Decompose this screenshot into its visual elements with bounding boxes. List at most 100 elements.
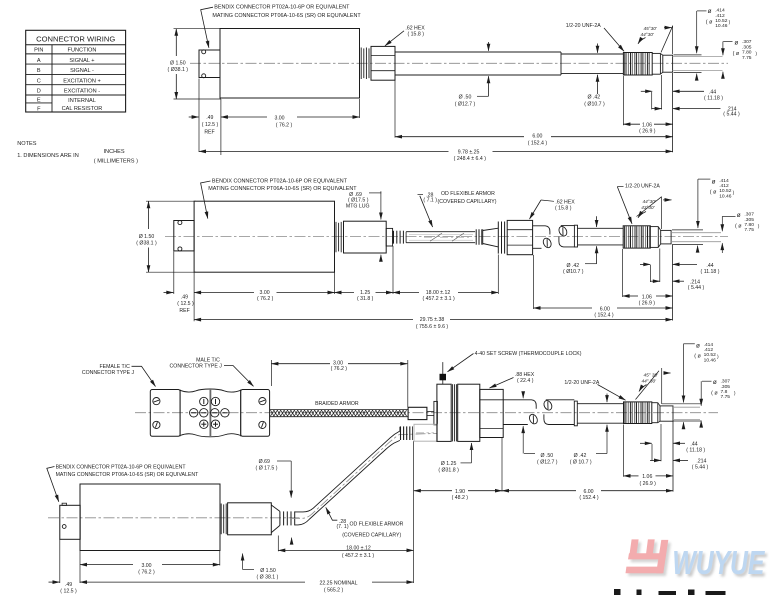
svg-text:( 26.9 ): ( 26.9 ) (639, 128, 656, 134)
svg-text:( 11.18 ): ( 11.18 ) (704, 96, 723, 102)
svg-text:( 7.1 ): ( 7.1 ) (423, 198, 437, 204)
svg-text:MATING CONNECTOR PT06A-10-6S: MATING CONNECTOR PT06A-10-6S (SR) OR EQU… (56, 472, 200, 478)
svg-text:.214: .214 (726, 107, 736, 113)
svg-text:Ø 1.50: Ø 1.50 (170, 61, 186, 67)
svg-text:D: D (37, 89, 41, 95)
svg-text:( 15.8 ): ( 15.8 ) (555, 205, 572, 211)
svg-text:1.90: 1.90 (455, 489, 465, 495)
svg-text:Ø .69: Ø .69 (349, 192, 362, 198)
svg-text:): ) (758, 224, 760, 230)
svg-text:MATING CONNECTOR PT06A-10-6S: MATING CONNECTOR PT06A-10-6S (SR) OR EQU… (208, 186, 357, 192)
svg-text:Ø 1.50: Ø 1.50 (139, 234, 155, 240)
svg-text:.412: .412 (715, 13, 725, 19)
svg-text:6.00: 6.00 (583, 489, 593, 495)
svg-text:A: A (37, 58, 41, 64)
svg-text:.49: .49 (206, 115, 213, 121)
svg-text:( Ø 38.1 ): ( Ø 38.1 ) (256, 574, 278, 580)
svg-text:7.75: 7.75 (721, 394, 731, 400)
svg-text:CONNECTOR TYPE J: CONNECTOR TYPE J (170, 364, 223, 370)
svg-text:.62 HEX: .62 HEX (405, 26, 425, 32)
svg-text:10.52: 10.52 (704, 352, 717, 358)
svg-text:.412: .412 (719, 183, 729, 189)
svg-text:Ø 1.50: Ø 1.50 (260, 568, 276, 574)
svg-text:( 15.8 ): ( 15.8 ) (408, 32, 425, 38)
svg-text:44° 30': 44° 30' (642, 379, 658, 384)
svg-text:1/2-20 UNF-2A: 1/2-20 UNF-2A (625, 184, 660, 190)
svg-text:29.75 ±.38: 29.75 ±.38 (420, 317, 445, 323)
svg-text:( 76.2 ): ( 76.2 ) (276, 122, 293, 128)
svg-text:.414: .414 (704, 342, 714, 348)
svg-text:.44: .44 (690, 442, 697, 448)
svg-text:.214: .214 (696, 459, 706, 465)
svg-text:( 26.9 ): ( 26.9 ) (639, 301, 656, 307)
svg-text:( ø: ( ø (711, 390, 718, 396)
svg-text:1/2-20 UNF-2A: 1/2-20 UNF-2A (564, 380, 599, 386)
svg-text:(COVERED CAPILLARY): (COVERED CAPILLARY) (342, 532, 401, 538)
svg-text:INCHES: INCHES (104, 149, 125, 155)
svg-text:REF: REF (179, 308, 189, 314)
svg-text:( 5.44 ): ( 5.44 ) (723, 112, 740, 118)
svg-text:REF: REF (204, 130, 214, 136)
svg-text:( Ø38.1 ): ( Ø38.1 ) (168, 67, 189, 73)
svg-text:( 11.18 ): ( 11.18 ) (701, 269, 720, 275)
svg-text:.88 HEX: .88 HEX (515, 372, 535, 378)
svg-text:( Ø31.8 ): ( Ø31.8 ) (438, 468, 459, 474)
svg-text:( 248.4 ± 6.4 ): ( 248.4 ± 6.4 ) (454, 156, 487, 162)
svg-text:45° 30': 45° 30' (644, 373, 660, 378)
svg-text:ø: ø (712, 178, 716, 185)
svg-text:18.00 ±.12: 18.00 ±.12 (346, 546, 371, 552)
svg-text:): ) (729, 20, 731, 26)
svg-text:( 12.5 ): ( 12.5 ) (60, 589, 77, 595)
svg-text:( 152.4 ): ( 152.4 ) (528, 141, 548, 147)
svg-text:.307: .307 (721, 379, 731, 385)
svg-text:3.00: 3.00 (274, 115, 284, 121)
svg-text:( ø: ( ø (694, 354, 701, 360)
svg-text:CONNECTOR WIRING: CONNECTOR WIRING (36, 34, 115, 43)
svg-text:7.75: 7.75 (742, 55, 752, 61)
svg-text:.305: .305 (744, 217, 754, 223)
svg-text:( 76.2 ): ( 76.2 ) (257, 296, 274, 302)
svg-text:ø: ø (734, 40, 738, 47)
svg-text:( Ø10.7 ): ( Ø10.7 ) (584, 101, 605, 107)
svg-text:F: F (37, 106, 41, 112)
svg-text:( 5.44 ): ( 5.44 ) (688, 285, 705, 291)
svg-text:BENDIX CONNECTOR PT02A-10-6P: BENDIX CONNECTOR PT02A-10-6P OR EQUIVALE… (56, 464, 187, 470)
svg-text:( 76.2 ): ( 76.2 ) (138, 570, 155, 576)
svg-text:NOTES: NOTES (17, 141, 37, 147)
svg-text:.305: .305 (721, 384, 731, 390)
svg-text:9.78 ±.25: 9.78 ±.25 (458, 150, 480, 156)
svg-text:.49: .49 (181, 295, 188, 301)
svg-text:OD FLEXIBLE ARMOR: OD FLEXIBLE ARMOR (350, 522, 404, 528)
svg-text:( 31.8 ): ( 31.8 ) (357, 296, 374, 302)
svg-text:MALE T/C: MALE T/C (196, 358, 220, 364)
svg-text:7.8: 7.8 (721, 389, 728, 395)
svg-text:): ) (755, 51, 757, 57)
svg-text:10.46: 10.46 (715, 23, 728, 29)
svg-text:MTG LUG: MTG LUG (346, 203, 370, 209)
svg-text:1.06: 1.06 (642, 295, 652, 301)
svg-text:1/2-20 UNF-2A: 1/2-20 UNF-2A (566, 23, 601, 29)
svg-text:EXCITATION -: EXCITATION - (64, 89, 100, 95)
svg-text:.62 HEX: .62 HEX (555, 199, 575, 205)
svg-text:7.80: 7.80 (744, 222, 754, 228)
svg-text:OD FLEXIBLE ARMOR: OD FLEXIBLE ARMOR (441, 191, 495, 197)
svg-text:CONNECTOR TYPE J: CONNECTOR TYPE J (82, 370, 135, 376)
svg-text:.305: .305 (742, 45, 752, 51)
svg-text:6.00: 6.00 (532, 134, 542, 140)
svg-text:FUNCTION: FUNCTION (68, 48, 97, 54)
svg-text:BENDIX CONNECTOR PT02A-10-6P: BENDIX CONNECTOR PT02A-10-6P OR EQUIVALE… (214, 5, 350, 11)
svg-text:( 565.2 ): ( 565.2 ) (324, 588, 344, 594)
svg-text:44°30': 44°30' (641, 32, 655, 37)
svg-text:6.00: 6.00 (600, 306, 610, 312)
svg-text:( Ø 17.5 ): ( Ø 17.5 ) (256, 466, 278, 472)
svg-text:Ø .42: Ø .42 (574, 453, 587, 459)
svg-text:MATING CONNECTOR PT06A-10-6S: MATING CONNECTOR PT06A-10-6S (SR) OR EQU… (212, 13, 361, 19)
svg-text:): ) (717, 354, 719, 360)
svg-text:FEMALE T/C: FEMALE T/C (99, 364, 130, 370)
svg-text:( 11.18 ): ( 11.18 ) (686, 447, 705, 453)
svg-text:EXCITATION +: EXCITATION + (63, 78, 101, 84)
svg-text:( ø: ( ø (710, 190, 717, 196)
svg-text:.307: .307 (742, 39, 752, 45)
svg-text:( Ø12.7 ): ( Ø12.7 ) (537, 459, 558, 465)
svg-text:(COVERED CAPILLARY): (COVERED CAPILLARY) (438, 199, 497, 205)
